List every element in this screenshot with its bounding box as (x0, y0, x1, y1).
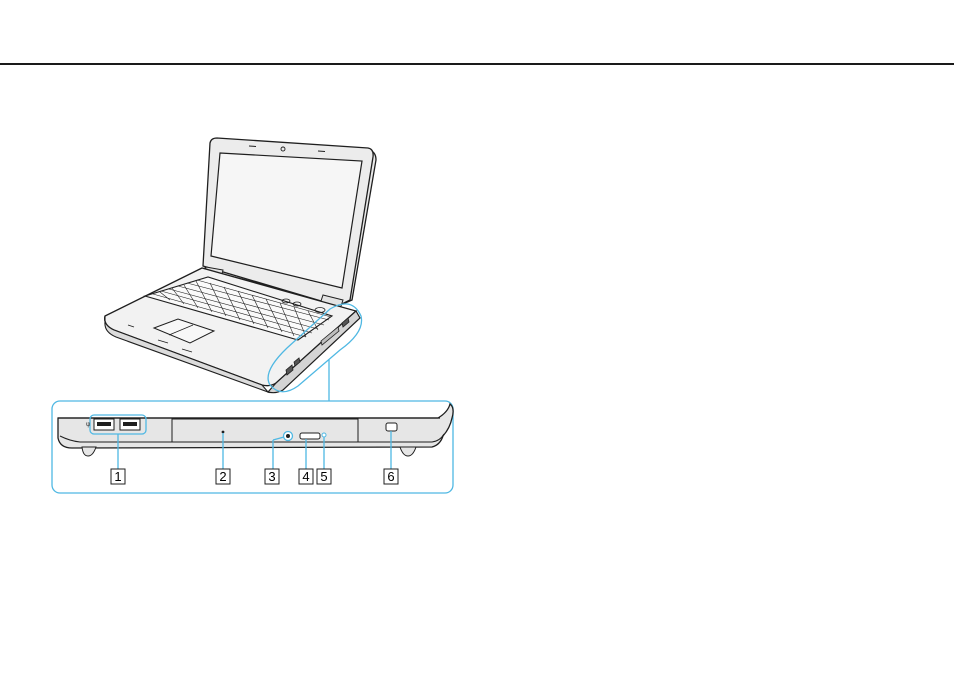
callout-5: 5 (320, 469, 327, 484)
callout-4: 4 (302, 469, 309, 484)
side-detail-panel: ψ (52, 401, 453, 493)
callout-2: 2 (219, 469, 226, 484)
optical-disc-drive (172, 419, 358, 442)
callout-6: 6 (387, 469, 394, 484)
callout-1: 1 (114, 469, 121, 484)
callout-3: 3 (268, 469, 275, 484)
svg-text:ψ: ψ (86, 422, 90, 428)
